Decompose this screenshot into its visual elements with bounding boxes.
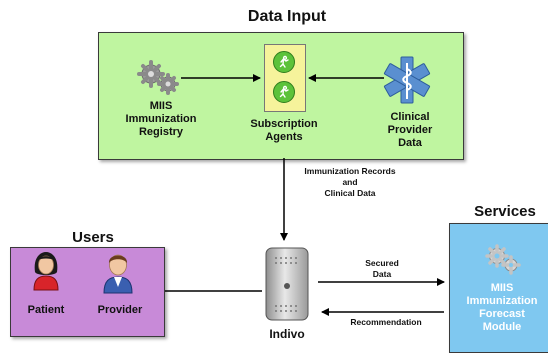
forecast-gears-icon bbox=[485, 244, 521, 275]
agent-runner-icon-2 bbox=[273, 81, 295, 103]
server-tower-icon bbox=[265, 247, 309, 321]
forecast-line-1: MIIS bbox=[490, 282, 514, 294]
provider-icon bbox=[103, 254, 133, 294]
clinical-line-1: Clinical bbox=[390, 111, 430, 123]
immunization-records-line-3: Clinical Data bbox=[324, 188, 376, 198]
clinical-provider-data-label: Clinical Provider Data bbox=[370, 111, 450, 150]
users-title: Users bbox=[72, 229, 114, 246]
indivo-label: Indivo bbox=[269, 327, 305, 341]
immunization-records-line-1: Immunization Records bbox=[304, 166, 396, 176]
miis-registry-line-1: MIIS bbox=[149, 100, 173, 112]
subscription-agents-line-2: Agents bbox=[265, 131, 303, 143]
miis-registry-line-3: Registry bbox=[138, 126, 184, 138]
data-input-title: Data Input bbox=[247, 8, 327, 25]
recommendation-label: Recommendation bbox=[350, 317, 422, 327]
miis-registry-label: MIIS Immunization Registry bbox=[113, 100, 209, 139]
star-of-life-icon bbox=[383, 56, 431, 104]
secured-data-line-2: Data bbox=[372, 269, 392, 279]
clinical-line-3: Data bbox=[398, 137, 422, 149]
clinical-line-2: Provider bbox=[387, 124, 433, 136]
forecast-module-label: MIIS Immunization Forecast Module bbox=[452, 282, 548, 334]
forecast-line-4: Module bbox=[482, 321, 522, 333]
forecast-line-2: Immunization bbox=[466, 295, 538, 307]
provider-label: Provider bbox=[97, 304, 143, 316]
services-title: Services bbox=[474, 203, 536, 220]
secured-data-line-1: Secured bbox=[365, 258, 399, 268]
agent-runner-icon-1 bbox=[273, 51, 295, 73]
subscription-agents-line-1: Subscription bbox=[250, 118, 318, 130]
gears-icon bbox=[137, 60, 179, 95]
forecast-line-3: Forecast bbox=[479, 308, 525, 320]
services-box bbox=[449, 223, 548, 353]
secured-data-label: Secured Data bbox=[352, 258, 412, 280]
miis-registry-line-2: Immunization bbox=[125, 113, 197, 125]
immunization-records-label: Immunization Records and Clinical Data bbox=[287, 166, 413, 199]
subscription-agents-label: Subscription Agents bbox=[238, 118, 330, 144]
patient-label: Patient bbox=[27, 304, 65, 316]
immunization-records-line-2: and bbox=[342, 177, 358, 187]
patient-icon bbox=[33, 252, 59, 291]
